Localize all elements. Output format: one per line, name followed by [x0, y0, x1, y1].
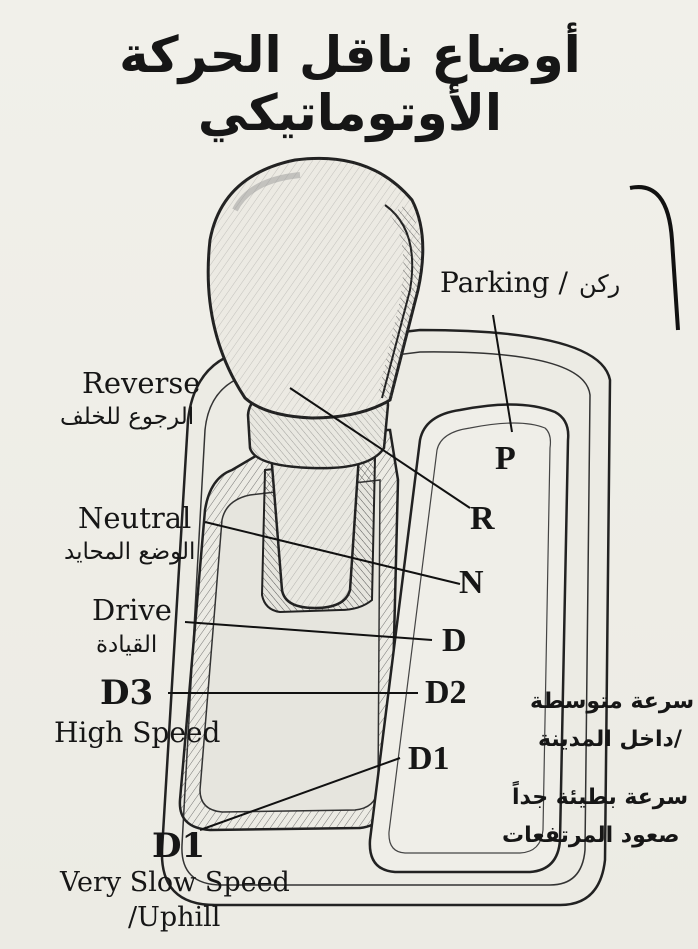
- gear-d1: D1: [408, 740, 450, 777]
- gear-r: R: [470, 500, 495, 537]
- leader-neutral: [204, 521, 461, 585]
- label-d1-sub1: Very Slow Speed: [60, 867, 290, 898]
- label-d3-title: D3: [100, 673, 154, 713]
- page-title: أوضاع ناقل الحركة الأوتوماتيكي: [119, 26, 581, 142]
- leader-reverse: [289, 387, 471, 509]
- gear-p: P: [495, 440, 516, 477]
- page-curl-mark: [629, 185, 680, 331]
- gear-track-slot: [368, 403, 570, 874]
- label-parking-en: Parking /: [440, 266, 568, 299]
- label-d1-title: D1: [152, 826, 206, 866]
- label-drive-ar: القيادة: [96, 632, 158, 658]
- label-drive-en: Drive: [92, 593, 172, 627]
- leader-lines: [168, 314, 513, 831]
- label-neutral-ar: الوضع المحايد: [64, 539, 196, 565]
- leader-drive: [184, 621, 433, 641]
- label-parking: Parking / ركن: [440, 266, 621, 299]
- label-neutral-en: Neutral: [78, 501, 192, 535]
- gear-d: D: [442, 622, 467, 659]
- label-parking-ar: ركن: [578, 270, 621, 298]
- leader-d1: [199, 757, 401, 831]
- gear-n: N: [459, 564, 484, 601]
- label-reverse-en: Reverse: [82, 366, 201, 400]
- label-reverse-ar: الرجوع للخلف: [60, 404, 195, 430]
- note-medium-speed-line1: سرعة متوسطة: [530, 689, 695, 714]
- note-slow-speed-line1: سرعة بطيئة جداً: [512, 785, 689, 810]
- note-medium-speed-line2: /داخل المدينة: [538, 727, 682, 752]
- console-inner-frame: [181, 351, 591, 886]
- label-d1-sub2: /Uphill: [128, 902, 221, 933]
- label-d3-sub: High Speed: [54, 716, 221, 749]
- leader-parking: [492, 314, 513, 433]
- note-slow-speed-line2: صعود المرتفعات: [502, 823, 680, 848]
- gear-d2: D2: [425, 674, 467, 711]
